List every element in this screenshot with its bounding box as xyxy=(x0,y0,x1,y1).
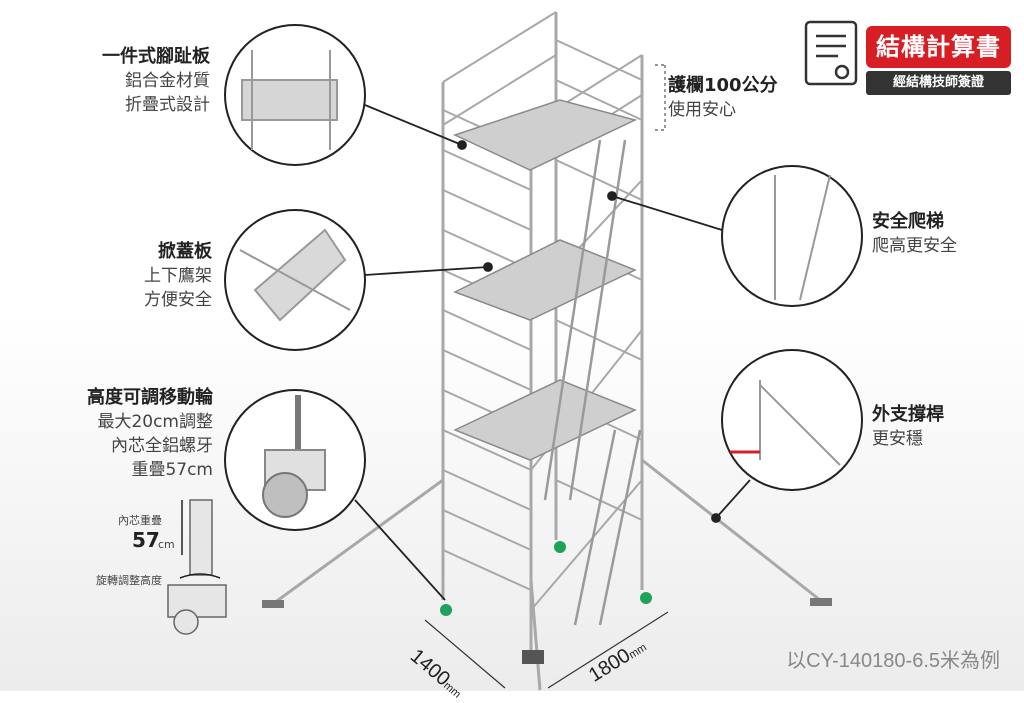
overlap-label: 內芯重疊 xyxy=(118,514,162,527)
feature-guardrail-line-1: 使用安心 xyxy=(668,100,736,120)
callout-leaders xyxy=(354,104,751,601)
feature-platform-line-2: 折疊式設計 xyxy=(125,95,210,115)
feature-caster: 高度可調移動輪 最大20cm調整 內芯全鋁螺牙 重疊57cm xyxy=(20,386,213,482)
feature-ladder: 安全爬梯 爬高更安全 xyxy=(872,210,1012,258)
structural-report-subtitle: 經結構技師簽證 xyxy=(866,71,1011,95)
scaffold-tower xyxy=(269,11,821,691)
feature-outrigger-line-1: 更安穩 xyxy=(872,429,923,449)
model-caption: 以CY-140180-6.5米為例 xyxy=(786,650,1000,672)
ladder xyxy=(543,139,642,626)
feature-outrigger: 外支撐桿 更安穩 xyxy=(872,403,1012,451)
caster-sketch xyxy=(167,499,227,635)
feature-hatch-line-1: 上下鷹架 xyxy=(144,266,212,286)
width-dimension-unit: mm xyxy=(441,679,463,701)
feature-guardrail: 護欄100公分 使用安心 xyxy=(668,74,798,122)
feature-caster-title: 高度可調移動輪 xyxy=(87,387,213,408)
feature-caster-line-1: 最大20cm調整 xyxy=(97,412,213,432)
feature-ladder-title: 安全爬梯 xyxy=(872,211,944,232)
feature-guardrail-title: 護欄100公分 xyxy=(668,75,778,96)
platform-decks xyxy=(452,99,638,461)
dimension-lines xyxy=(424,611,669,689)
feature-hatch-line-2: 方便安全 xyxy=(144,290,212,310)
structural-report-badge: 結構計算書 xyxy=(866,26,1011,68)
feature-hatch-title: 掀蓋板 xyxy=(158,241,212,262)
feature-platform-line-1: 鋁合金材質 xyxy=(125,71,210,91)
feature-outrigger-title: 外支撐桿 xyxy=(872,404,944,425)
feature-caster-line-2: 內芯全鋁螺牙 xyxy=(111,436,213,456)
rotate-label: 旋轉調整高度 xyxy=(96,574,162,587)
callout-details xyxy=(239,50,841,518)
casters xyxy=(262,541,832,664)
feature-platform-title: 一件式腳趾板 xyxy=(102,46,210,67)
feature-ladder-line-1: 爬高更安全 xyxy=(872,236,957,256)
feature-hatch: 掀蓋板 上下鷹架 方便安全 xyxy=(40,240,212,312)
feature-caster-line-3: 重疊57cm xyxy=(131,460,213,480)
overlap-value: 57 xyxy=(132,528,160,552)
guardrail-bracket xyxy=(655,64,666,131)
document-icon xyxy=(804,20,858,86)
feature-platform: 一件式腳趾板 鋁合金材質 折疊式設計 xyxy=(40,45,210,117)
overlap-unit: cm xyxy=(158,538,175,551)
